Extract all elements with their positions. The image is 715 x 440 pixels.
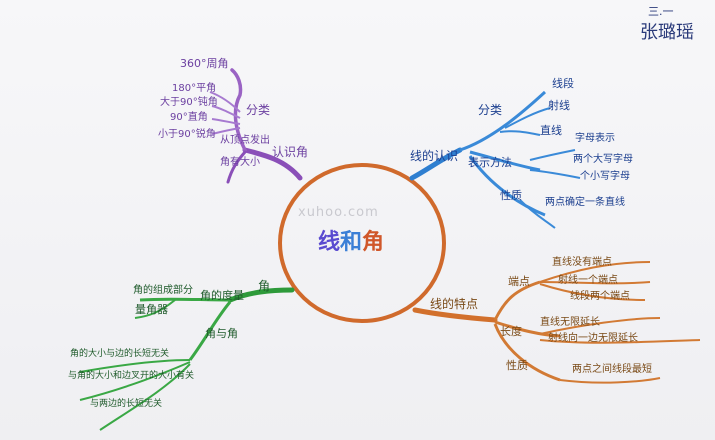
orange-branch-up2 [539,281,651,285]
notation-item-1: 字母表示 [575,133,615,144]
angle-item-3: 大于90°钝角 [160,97,218,108]
endpoint-item-3: 线段两个端点 [570,291,630,302]
orange-branch-low [493,323,561,382]
line-type-2: 射线 [548,99,570,112]
length-item-1: 直线无限延长 [540,317,600,328]
notation-item-3: 个小写字母 [580,171,630,182]
student-name: 张璐瑶 [640,22,694,43]
center-char-2: 和 [340,230,363,255]
green-branch-down [188,301,232,361]
purple-branch-l1 [209,91,241,113]
line-feature-sub2: 长度 [500,325,522,338]
angle-sub2-item-1: 从顶点发出 [220,135,270,146]
green-branch-up2 [134,299,176,319]
blue-branch-mid3 [529,169,581,179]
angle-measure-sub2: 角与角 [205,327,238,340]
center-circle [278,163,446,323]
relation-item-3: 与两边的长短无关 [90,399,163,409]
line-feature-sub1: 端点 [508,275,530,288]
feature-property-item-1: 两点之间线段最短 [572,364,652,375]
line-feature-root: 线的特点 [430,297,479,311]
endpoint-item-2: 射线一个端点 [558,275,618,286]
purple-branch-l2 [211,105,241,119]
line-knowledge-sub2: 表示方法 [468,156,512,169]
blue-branch-main [409,147,463,181]
relation-item-1: 角的大小与边的长短无关 [70,349,170,359]
blue-branch-mid [469,150,541,172]
blue-branch-low2 [519,199,556,229]
angle-root-label: 认识角 [272,145,309,159]
orange-branch-mid [494,320,561,338]
angle-measure-root: 角 [258,279,271,293]
relation-item-2: 与角的大小和边叉开的大小有关 [68,371,195,381]
orange-branch-up [493,280,541,321]
green-branch-d1 [79,359,191,373]
purple-branch-up [230,68,247,152]
purple-branch-l4 [211,127,241,135]
center-char-1: 线 [318,230,341,255]
orange-branch-main [412,307,498,323]
green-branch-main [227,287,295,303]
green-branch-d2 [79,361,191,401]
line-type-3: 直线 [540,124,562,137]
purple-branch-low [226,150,247,184]
measure-item-1: 角的组成部分 [133,285,193,296]
angle-item-1: 360°周角 [180,57,229,70]
angle-sub1-label: 分类 [246,103,271,117]
measure-item-2: 量角器 [135,303,168,316]
green-branch-up [139,297,231,302]
blue-branch-top2 [504,107,551,129]
center-title: 线和角 [318,232,384,254]
length-item-2: 射线向一边无限延长 [548,333,638,344]
line-type-1: 线段 [552,77,574,90]
endpoint-item-1: 直线没有端点 [552,257,612,268]
center-char-3: 角 [362,230,385,255]
line-feature-sub3: 性质 [506,359,528,372]
line-knowledge-root: 线的认识 [410,149,459,163]
property-item-1: 两点确定一条直线 [545,197,625,208]
angle-item-4: 90°直角 [170,112,208,123]
blue-branch-top3 [499,130,541,136]
angle-sub2-item-2: 角有大小 [220,157,260,168]
green-branch-d3 [99,363,191,431]
orange-branch-mid1 [539,317,661,335]
watermark: xuhoo.com [298,205,379,220]
purple-branch-main [242,147,303,181]
angle-measure-sub1: 角的度量 [200,289,244,302]
orange-branch-up3 [539,283,646,301]
angle-item-2: 180°平角 [172,83,217,94]
class-label: 三.一 [648,5,674,18]
blue-branch-low [468,155,546,217]
notation-item-2: 两个大写字母 [573,154,633,165]
blue-branch-top [459,90,547,152]
line-knowledge-sub3: 性质 [500,189,522,202]
purple-branch-l3 [211,118,241,125]
blue-branch-mid2 [529,149,576,161]
orange-branch-up1 [539,261,651,283]
angle-item-5: 小于90°锐角 [158,129,216,140]
line-knowledge-sub1: 分类 [478,103,503,117]
orange-branch-mid2 [539,339,701,344]
orange-branch-low1 [559,377,661,384]
